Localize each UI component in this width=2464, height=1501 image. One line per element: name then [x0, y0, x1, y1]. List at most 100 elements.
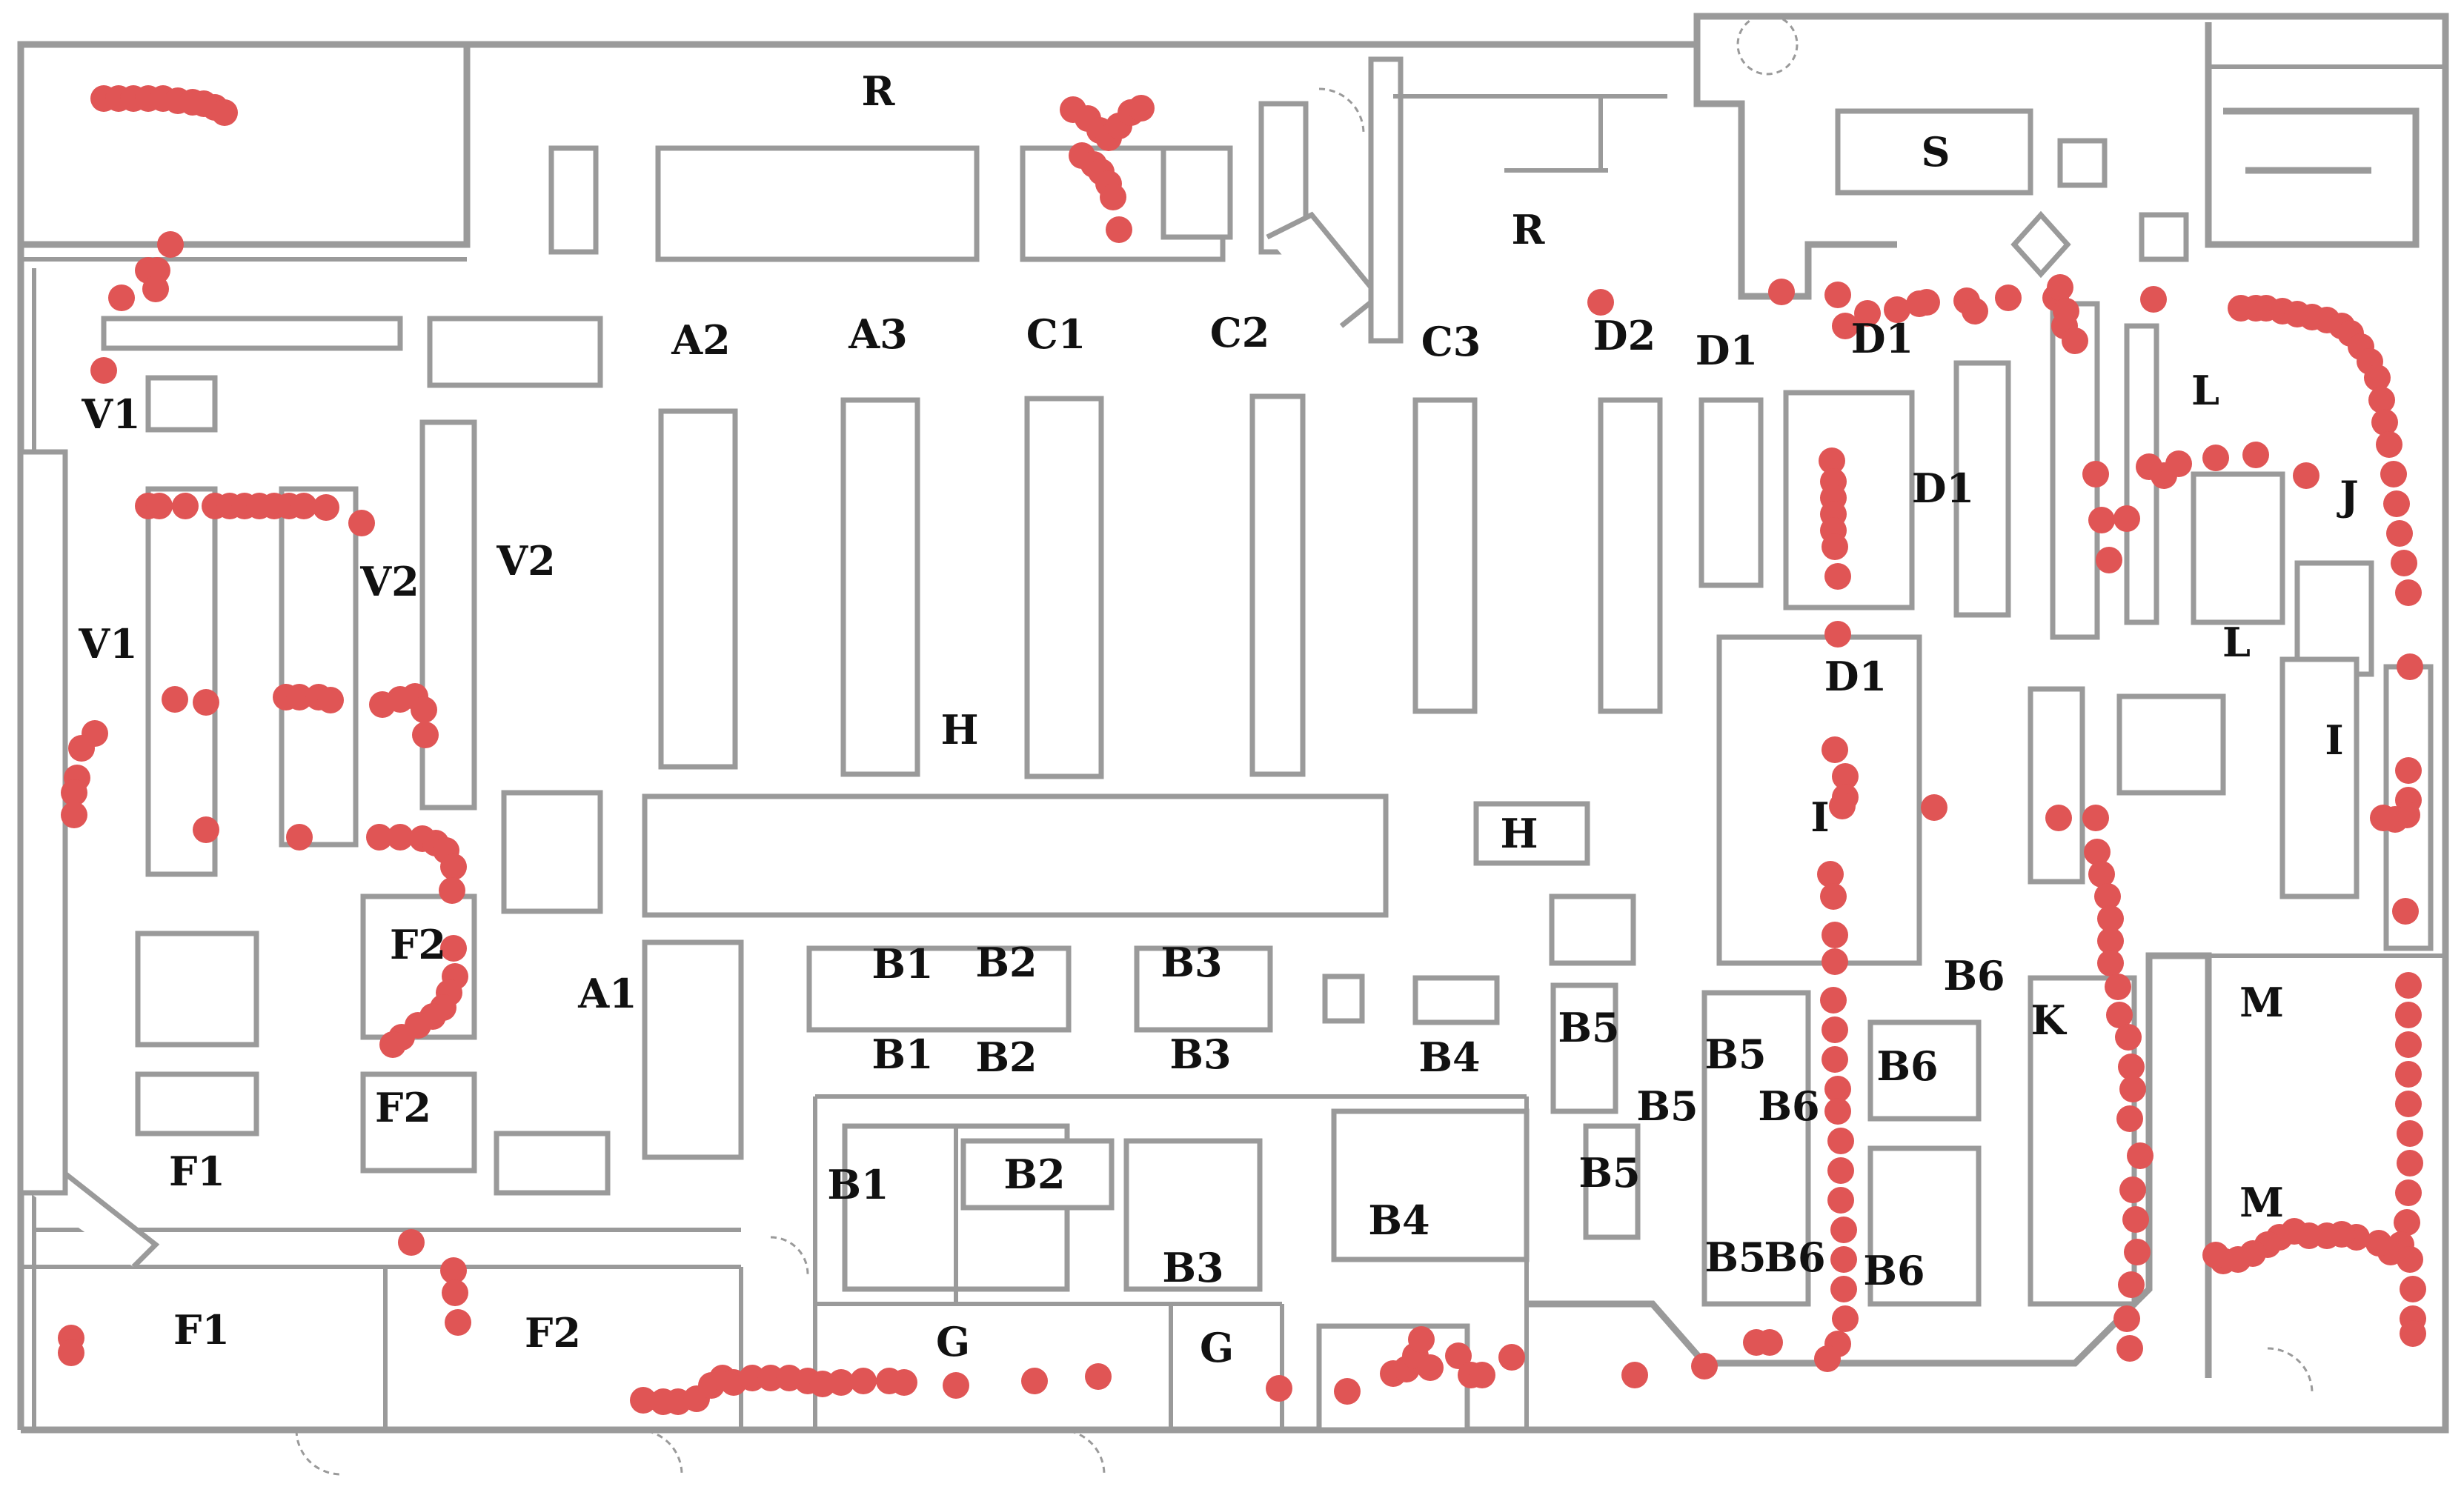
location-dot	[943, 1372, 969, 1399]
location-dot	[2119, 1176, 2146, 1203]
location-dot	[2136, 453, 2162, 480]
location-dot	[2113, 1305, 2140, 1332]
location-dot	[211, 99, 238, 126]
zone-label-b6: B6	[1764, 1234, 1825, 1281]
zone-label-b5: B5	[1704, 1031, 1766, 1078]
location-dot	[1469, 1362, 1495, 1388]
location-dot	[2165, 450, 2192, 477]
location-dot	[1824, 563, 1851, 590]
location-dot	[2105, 974, 2131, 1000]
location-dot	[1913, 289, 1940, 316]
location-dot	[1824, 621, 1851, 648]
zone-label-m: M	[2239, 979, 2284, 1026]
zone-label-b4: B4	[1368, 1197, 1429, 1244]
location-dot	[2376, 431, 2402, 458]
location-dot	[439, 877, 465, 904]
zone-label-f2: F2	[375, 1084, 431, 1131]
zone-label-s: S	[1922, 128, 1950, 176]
zone-label-b6: B6	[1943, 952, 2005, 999]
location-dot	[398, 1229, 425, 1256]
location-dot	[1498, 1344, 1525, 1371]
location-dot	[2124, 1239, 2151, 1265]
location-dot	[2397, 1150, 2423, 1176]
location-dot	[1832, 1305, 1859, 1332]
location-dot	[850, 1368, 877, 1394]
location-dot	[2370, 805, 2397, 831]
location-dot	[1621, 1362, 1648, 1388]
zone-label-b6: B6	[1863, 1247, 1925, 1294]
location-dot	[193, 816, 219, 843]
location-dot	[313, 494, 339, 521]
location-dot	[2395, 1179, 2422, 1206]
zone-label-b6: B6	[1876, 1042, 1938, 1090]
zone-label-b6: B6	[1758, 1082, 1819, 1130]
location-dot	[1921, 794, 1947, 821]
zone-label-v2: V2	[496, 537, 555, 585]
zone-label-d1: D1	[1912, 465, 1974, 512]
location-dot	[2106, 1002, 2133, 1028]
location-dot	[142, 276, 169, 302]
location-dot	[2097, 928, 2124, 954]
location-dot	[1995, 284, 2022, 311]
location-dot	[1021, 1368, 1048, 1394]
zone-label-b3: B3	[1162, 1244, 1223, 1291]
location-dot	[1820, 883, 1847, 910]
location-dot	[387, 824, 414, 851]
location-dot	[2097, 950, 2124, 976]
location-dot	[2400, 1276, 2426, 1302]
door-symbols	[295, 13, 2314, 1476]
location-dot	[1408, 1326, 1435, 1353]
location-dot	[2395, 972, 2422, 999]
location-dot	[1822, 736, 1848, 763]
location-dot	[1822, 533, 1848, 560]
zone-label-a3: A3	[848, 310, 907, 358]
location-dot	[2395, 757, 2422, 784]
location-dot	[1756, 1329, 1783, 1356]
location-dot	[1819, 447, 1845, 474]
location-dot	[1266, 1375, 1292, 1402]
location-dot	[2047, 274, 2073, 301]
location-dots	[58, 85, 2426, 1415]
location-dot	[2202, 1242, 2229, 1268]
location-dot	[1832, 763, 1859, 790]
location-dot	[1962, 298, 1988, 325]
location-dot	[108, 284, 135, 311]
zone-label-b1: B1	[827, 1161, 889, 1208]
location-dot	[61, 779, 87, 806]
zone-label-l: L	[2222, 619, 2251, 666]
zone-label-d1: D1	[1851, 315, 1913, 362]
location-dot	[2118, 1054, 2145, 1080]
location-dot	[739, 1365, 766, 1391]
zone-label-c3: C3	[1421, 318, 1481, 365]
zone-label-l: L	[2191, 367, 2219, 414]
zone-label-c2: C2	[1210, 309, 1270, 356]
location-dot	[1830, 1217, 1857, 1243]
location-dot	[757, 1365, 784, 1391]
location-dot	[1822, 922, 1848, 948]
location-dot	[2127, 1142, 2153, 1169]
location-dot	[442, 1279, 468, 1306]
location-dot	[1691, 1353, 1718, 1379]
location-dot	[411, 696, 437, 723]
location-dot	[61, 802, 87, 828]
location-dot	[366, 824, 393, 851]
location-dot	[2394, 1209, 2420, 1236]
zone-label-b2: B2	[975, 939, 1037, 986]
location-dot	[1827, 1187, 1854, 1214]
location-dot	[1829, 793, 1856, 819]
location-dot	[2082, 805, 2109, 831]
location-dot	[1824, 282, 1851, 308]
location-dot	[2097, 905, 2124, 932]
zone-label-b4: B4	[1418, 1034, 1480, 1081]
location-dot	[412, 722, 439, 748]
location-dot	[891, 1369, 917, 1396]
zone-label-b2: B2	[975, 1034, 1037, 1081]
location-dot	[162, 686, 188, 713]
zone-label-f1: F1	[173, 1306, 230, 1354]
zone-label-f1: F1	[169, 1148, 225, 1195]
zone-label-v1: V1	[78, 620, 137, 668]
location-dot	[2397, 653, 2423, 680]
location-dot	[1824, 1076, 1851, 1102]
